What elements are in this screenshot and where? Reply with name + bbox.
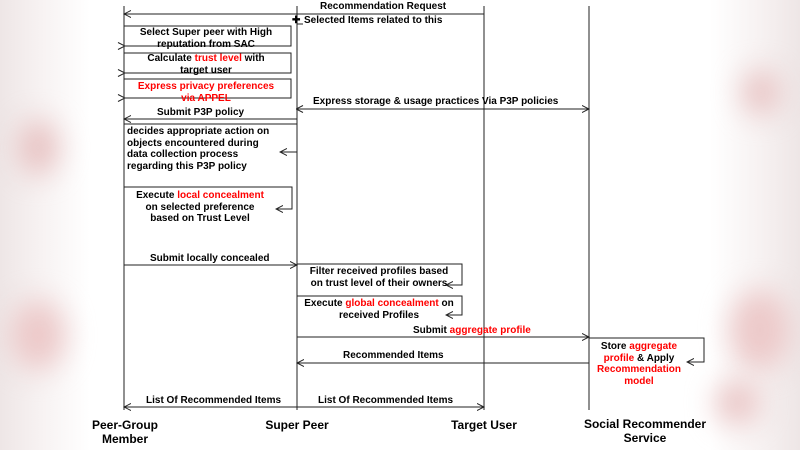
actor-social-line2: Service: [623, 431, 667, 445]
calc-line2: target user: [180, 64, 232, 76]
actor-social-line1: Social Recommender: [583, 417, 707, 431]
decorative-blur: [742, 70, 780, 115]
exec-global-pre: Execute: [304, 298, 346, 309]
label-list-right: List Of Recommended Items: [318, 395, 454, 406]
store-red1: aggregate: [629, 341, 678, 352]
submit-aggregate-pre: Submit: [413, 325, 450, 336]
calc-post: with: [241, 53, 265, 64]
text-store-aggregate: Store aggregate profile & Apply Recommen…: [591, 341, 687, 387]
label-submit-aggregate: Submit aggregate profile: [413, 325, 531, 337]
box-select-super-peer: [124, 25, 292, 46]
actor-peer-group-member: Peer-Group Member: [84, 418, 166, 446]
store-red3: Recommendation: [597, 364, 681, 375]
decorative-blur: [18, 120, 58, 175]
exec-local-pre: Execute: [136, 190, 178, 201]
actor-target-user: Target User: [451, 418, 517, 432]
store-red2: profile: [603, 352, 635, 364]
decides-line1: decides appropriate action on: [127, 126, 270, 137]
box-filter: [297, 263, 463, 285]
store-pre: Store: [600, 341, 630, 352]
decides-line3: data collection process: [127, 149, 239, 160]
left-margin-shade: [0, 0, 90, 450]
select-super-peer-line2: reputation from SAC: [157, 38, 255, 50]
exec-local-red: local concealment: [177, 190, 264, 201]
box-express-privacy: [124, 78, 292, 98]
label-express-storage: Express storage & usage practices Via P3…: [313, 96, 559, 107]
actor-super-peer: Super Peer: [265, 418, 329, 432]
exec-global-red: global concealment: [345, 298, 439, 309]
actor-peer-group-line2: Member: [101, 432, 148, 446]
bullet-marker: ✚: [292, 15, 301, 26]
text-exec-local: Execute local concealment on selected pr…: [126, 190, 274, 225]
decorative-blur: [730, 290, 790, 370]
calc-pre: Calculate: [147, 53, 195, 64]
label-recommended-items: Recommended Items: [343, 350, 444, 361]
exec-local-line2: on selected preference: [145, 201, 255, 213]
actor-peer-group-line1: Peer-Group: [91, 418, 158, 432]
calc-red: trust level: [194, 53, 242, 64]
select-super-peer-line1: Select Super peer with High: [139, 27, 273, 38]
filter-line2: on trust level of their owners: [310, 277, 448, 289]
text-select-super-peer: Select Super peer with High reputation f…: [126, 27, 286, 50]
actor-social-recommender: Social Recommender Service: [577, 417, 713, 445]
label-list-left: List Of Recommended Items: [146, 395, 282, 406]
exec-global-line2: received Profiles: [338, 309, 420, 321]
box-calc-trust: [124, 52, 292, 73]
express-priv-line2: via APPEL: [181, 92, 231, 104]
label-submit-local: Submit locally concealed: [150, 253, 270, 264]
text-exec-global: Execute global concealment on received P…: [299, 298, 459, 321]
text-filter: Filter received profiles based on trust …: [299, 266, 459, 289]
text-calc-trust: Calculate trust level with target user: [126, 53, 286, 76]
store-red4: model: [624, 375, 654, 387]
decides-line2: objects encountered during: [127, 137, 259, 149]
filter-line1: Filter received profiles based: [309, 266, 449, 277]
store-post: & Apply: [634, 352, 675, 364]
decorative-blur: [715, 380, 760, 425]
label-submit-p3p: Submit P3P policy: [157, 107, 245, 118]
exec-global-post: on: [438, 298, 454, 309]
box-decides: [124, 123, 298, 152]
text-express-privacy: Express privacy preferences via APPEL: [126, 81, 286, 104]
decides-line4: regarding this P3P policy: [127, 160, 247, 172]
express-priv-line1: Express privacy preferences: [137, 81, 275, 92]
exec-local-line3: based on Trust Level: [150, 213, 250, 224]
box-exec-global: [297, 295, 463, 315]
text-decides: decides appropriate action on objects en…: [127, 126, 277, 172]
box-store-aggregate: [589, 337, 705, 362]
decorative-blur: [10, 300, 65, 370]
label-selected-items: Selected Items related to this: [304, 15, 443, 26]
box-exec-local: [124, 186, 293, 209]
submit-aggregate-red: aggregate profile: [449, 325, 531, 336]
msg-selected-items: [296, 14, 303, 25]
label-recommendation-request: Recommendation Request: [320, 1, 447, 12]
